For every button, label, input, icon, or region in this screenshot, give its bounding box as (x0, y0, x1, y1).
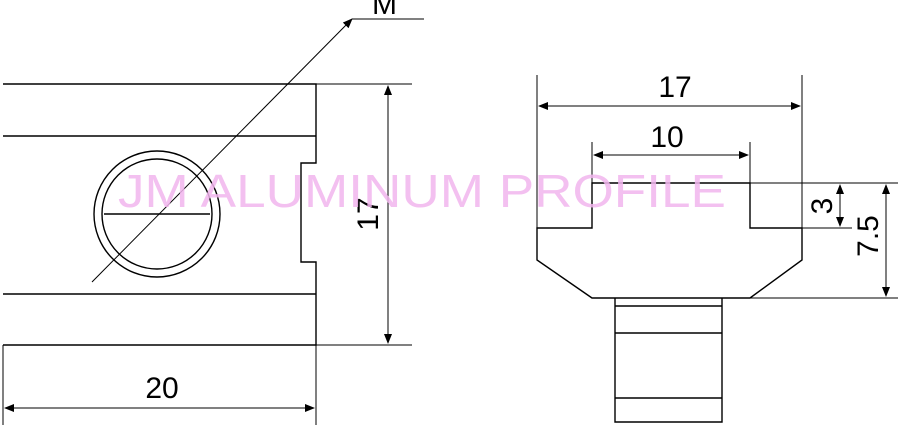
watermark-text: JM ALUMINUM PROFILE (118, 165, 726, 217)
total-height-dim-text: 7.5 (852, 215, 885, 257)
thread-inner-circle (101, 158, 213, 270)
width-dim-text: 20 (145, 372, 178, 405)
thread-label: M (372, 0, 397, 21)
height-dim-text: 17 (352, 197, 385, 230)
front-view-outline (3, 83, 317, 346)
side-view-stem (614, 298, 723, 423)
side-view: 17 10 3 7.5 (536, 71, 898, 423)
thread-leader-line (91, 18, 353, 283)
slot-width-dim-text: 10 (650, 121, 683, 154)
slot-depth-dim-text: 3 (806, 198, 839, 215)
thread-outer-circle (93, 150, 221, 278)
front-view: M 17 20 (2, 0, 424, 425)
top-width-dim-text: 17 (658, 71, 691, 104)
